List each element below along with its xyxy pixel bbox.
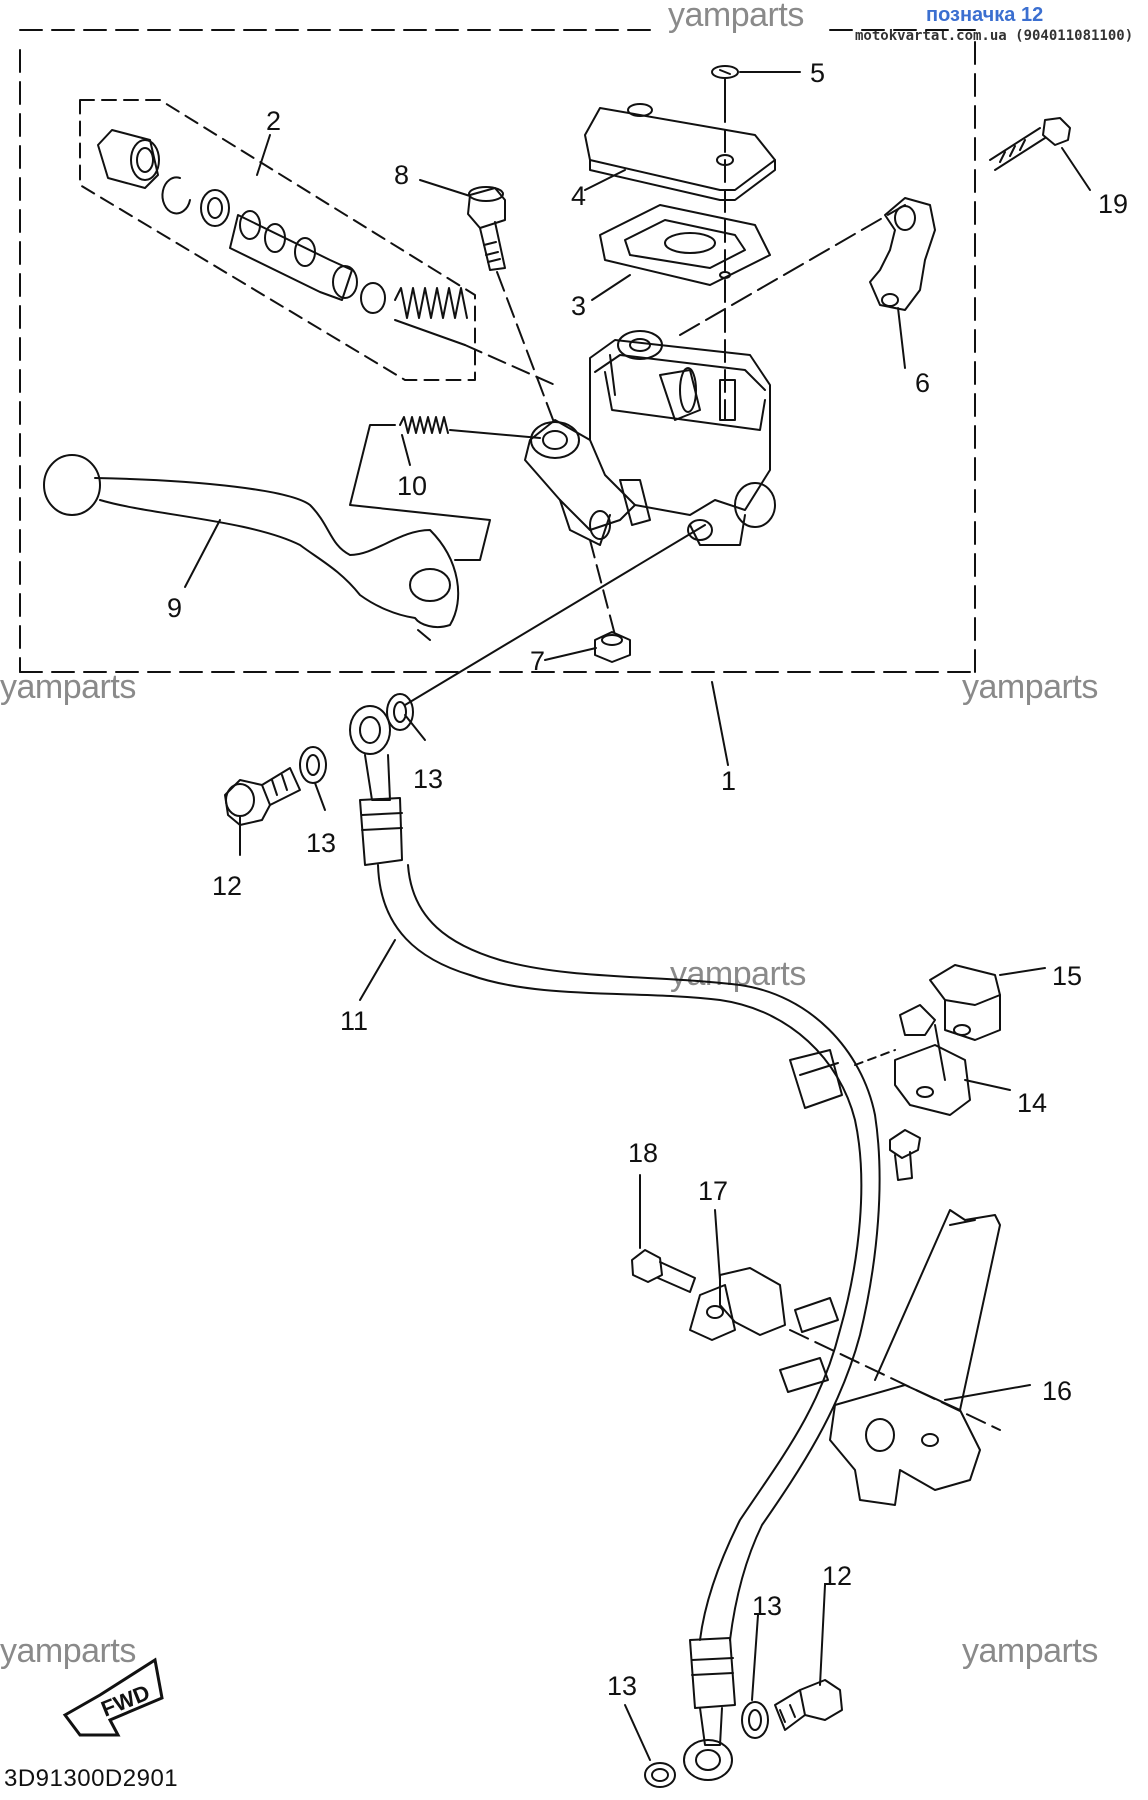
nut <box>594 631 631 663</box>
callout-17: 17 <box>698 1176 728 1206</box>
pivot-bolt <box>467 186 506 271</box>
callout-5: 5 <box>810 58 825 88</box>
washer-lower-left <box>644 1762 676 1788</box>
lever-spring <box>399 416 449 434</box>
piston <box>229 210 358 301</box>
watermark-left-mid: yamparts <box>0 668 136 706</box>
callout-13-b: 13 <box>306 828 336 858</box>
callout-13-a: 13 <box>413 764 443 794</box>
callout-13-c: 13 <box>752 1591 782 1621</box>
callout-12-upper: 12 <box>212 871 242 901</box>
part-tag: позначка 12 <box>926 4 1044 26</box>
watermark-right-bottom: yamparts <box>962 1632 1098 1670</box>
callout-9: 9 <box>167 593 182 623</box>
clamp-bolt-lower <box>631 1249 696 1293</box>
diaphragm <box>599 204 771 286</box>
piston-spring <box>394 287 468 346</box>
master-cylinder-body <box>524 330 776 546</box>
callout-11: 11 <box>340 1006 368 1036</box>
site-reference: motokvartal.com.ua (904011081100) <box>855 28 1134 44</box>
washer-upper-left <box>299 746 327 784</box>
circlip <box>161 176 191 215</box>
watermark-top: yamparts <box>668 0 804 34</box>
watermark-left-bottom: yamparts <box>0 1632 136 1670</box>
callout-14: 14 <box>1017 1088 1047 1118</box>
watermark-right-mid: yamparts <box>962 668 1098 706</box>
brake-lever <box>43 454 460 641</box>
callout-8: 8 <box>394 160 409 190</box>
hose-bracket-upper <box>929 964 1001 1041</box>
watermark-center: yamparts <box>670 955 806 993</box>
diagram-code: 3D91300D2901 <box>4 1765 179 1792</box>
callout-1: 1 <box>721 766 736 796</box>
callout-18: 18 <box>628 1138 658 1168</box>
handlebar-clamp <box>869 197 936 311</box>
callout-6: 6 <box>915 368 930 398</box>
hose-clamp <box>689 1267 786 1341</box>
fwd-label: FWD <box>98 1680 154 1722</box>
callout-7: 7 <box>530 646 545 676</box>
piston-boot <box>97 129 160 189</box>
hose-guide <box>829 1209 1001 1506</box>
washer-lower-right <box>741 1701 769 1739</box>
union-bolt-lower <box>774 1679 843 1731</box>
callout-12-lower: 12 <box>822 1561 852 1591</box>
callout-3: 3 <box>571 291 586 321</box>
callout-15: 15 <box>1052 961 1082 991</box>
callout-19: 19 <box>1098 189 1128 219</box>
cap-screw <box>711 65 739 101</box>
hose-bracket-lower <box>894 1044 971 1116</box>
callout-4: 4 <box>571 181 586 211</box>
callout-13-d: 13 <box>607 1671 637 1701</box>
callout-10: 10 <box>397 471 427 501</box>
callout-16: 16 <box>1042 1376 1072 1406</box>
brake-hose <box>349 705 881 1781</box>
union-bolt-upper <box>224 767 301 826</box>
bracket-bolt <box>889 1129 921 1181</box>
reservoir-cap <box>584 103 776 201</box>
clamp-bolt <box>989 117 1071 171</box>
callout-2: 2 <box>266 106 281 136</box>
forward-arrow-icon: FWD <box>62 1657 164 1737</box>
washer-upper-right <box>386 693 414 731</box>
